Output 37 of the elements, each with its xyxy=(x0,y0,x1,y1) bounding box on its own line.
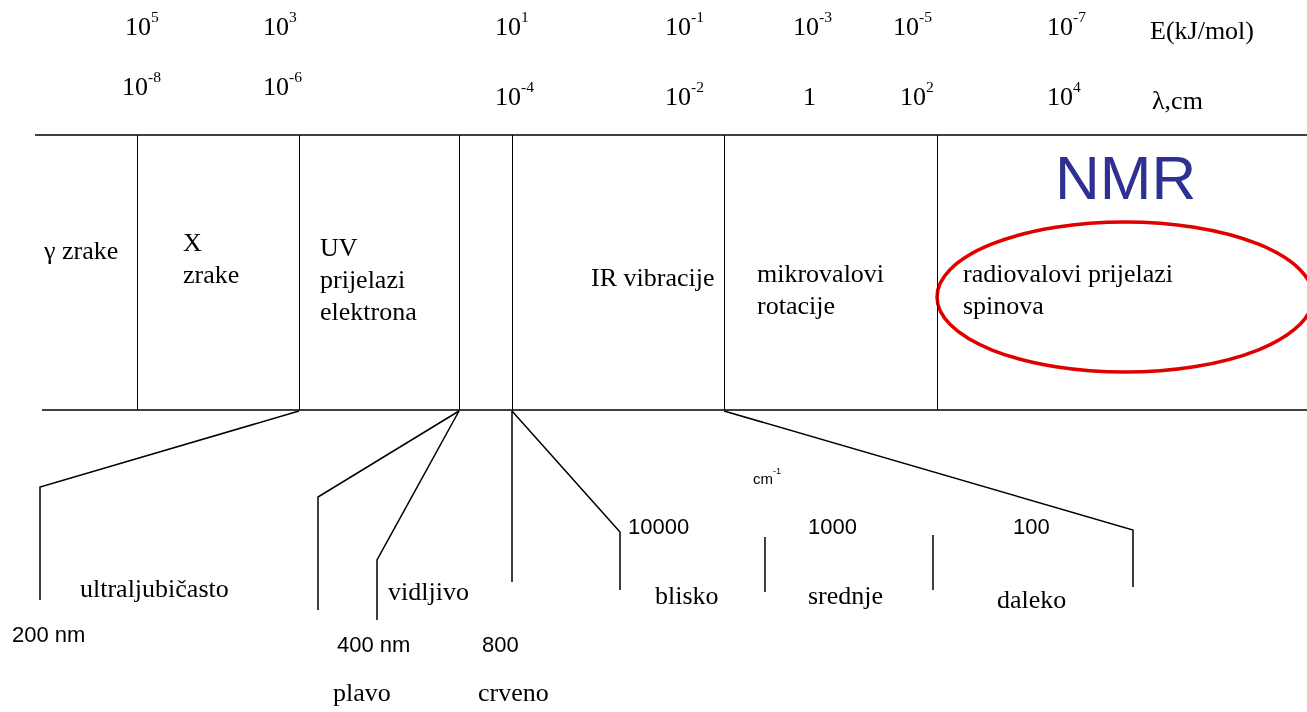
scale-value: 10$^{-6}$ xyxy=(263,72,302,102)
scale-value: 10$^{-5}$ xyxy=(893,12,932,42)
scale-value: 10$^{5}$ xyxy=(125,12,159,42)
scale-value: 1000 xyxy=(808,514,857,540)
scale-value: daleko xyxy=(997,585,1067,615)
technique-label: NMR xyxy=(1055,142,1197,214)
scale-value: 10$^{-1}$ xyxy=(665,12,704,42)
scale-value: 800 xyxy=(482,632,519,658)
band-label: IR vibracije xyxy=(591,262,716,294)
band-label: UV prijelazi elektrona xyxy=(320,232,418,328)
scale-value: 10$^{2}$ xyxy=(900,82,934,112)
scale-value: ultraljubičasto xyxy=(80,574,229,604)
scale-value: srednje xyxy=(808,581,884,611)
scale-value: 10$^{-7}$ xyxy=(1047,12,1086,42)
scale-value: 1 xyxy=(803,82,816,112)
band-label: γ zrake xyxy=(44,235,119,267)
scale-value: 10$^{-4}$ xyxy=(495,82,534,112)
scale-value: cm$^{-1}$ xyxy=(753,470,781,488)
scale-value: 10$^{-3}$ xyxy=(793,12,832,42)
band-label: radiovalovi prijelazi spinova xyxy=(963,258,1175,322)
scale-value: crveno xyxy=(478,678,549,708)
band-label: X zrake xyxy=(183,227,241,291)
scale-value: 10000 xyxy=(628,514,690,540)
scale-value: λ,cm xyxy=(1152,86,1203,116)
scale-value: E(kJ/mol) xyxy=(1150,16,1254,46)
scale-value: 10$^{-2}$ xyxy=(665,82,704,112)
scale-value: 10$^{1}$ xyxy=(495,12,529,42)
scale-value: 100 xyxy=(1013,514,1050,540)
scale-value: 400 nm xyxy=(337,632,411,658)
band-label: mikrovalovi rotacije xyxy=(757,258,886,322)
scale-value: 10$^{-8}$ xyxy=(122,72,161,102)
scale-value: 10$^{4}$ xyxy=(1047,82,1081,112)
scale-value: 200 nm xyxy=(12,622,86,648)
scale-value: blisko xyxy=(655,581,719,611)
scale-value: 10$^{3}$ xyxy=(263,12,297,42)
scale-value: plavo xyxy=(333,678,391,708)
scale-value: vidljivo xyxy=(388,577,469,607)
